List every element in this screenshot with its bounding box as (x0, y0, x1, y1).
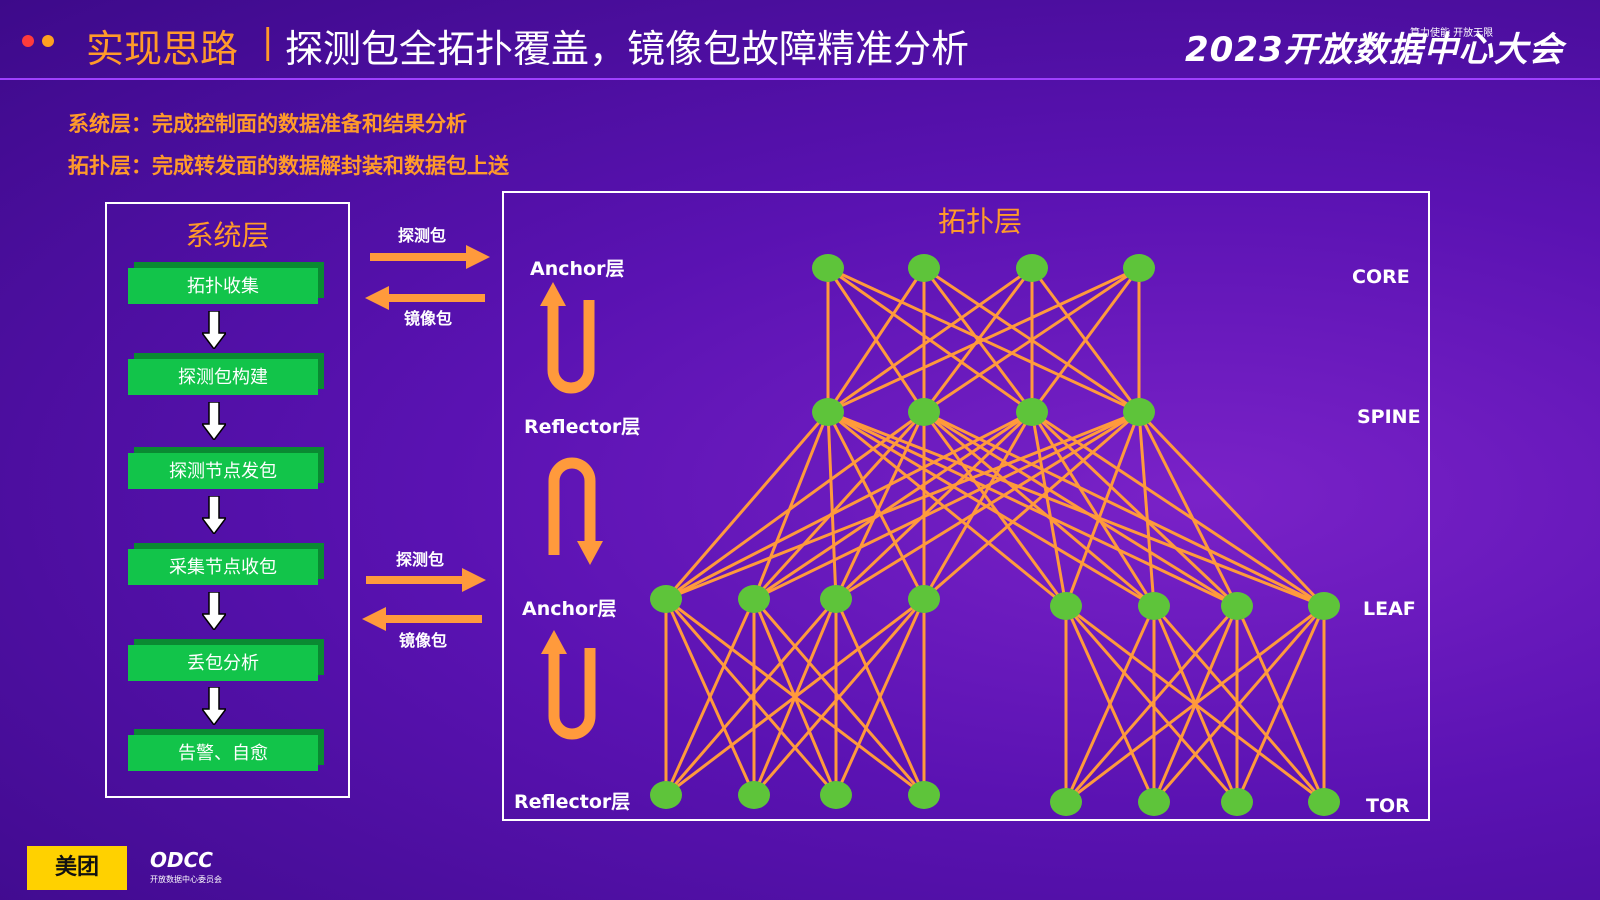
spine-node (908, 398, 940, 426)
tor-node (820, 781, 852, 809)
tier-label-tor: TOR (1366, 795, 1410, 817)
network-link (1139, 412, 1324, 606)
core-node (1123, 254, 1155, 282)
network-link (1139, 412, 1154, 606)
leaf-node (1138, 592, 1170, 620)
leaf-node (1050, 592, 1082, 620)
tor-node (1050, 788, 1082, 816)
leaf-node (650, 585, 682, 613)
leaf-node (1221, 592, 1253, 620)
leaf-node (820, 585, 852, 613)
leaf-node (1308, 592, 1340, 620)
tor-node (1221, 788, 1253, 816)
spine-node (1123, 398, 1155, 426)
tier-label-core: CORE (1352, 266, 1410, 288)
tier-label-spine: SPINE (1357, 406, 1421, 428)
core-node (1016, 254, 1048, 282)
core-node (812, 254, 844, 282)
tier-label-leaf: LEAF (1363, 598, 1416, 620)
tor-node (738, 781, 770, 809)
leaf-node (738, 585, 770, 613)
network-link (666, 412, 828, 599)
tor-node (1308, 788, 1340, 816)
network-link (836, 412, 1032, 599)
core-node (908, 254, 940, 282)
odcc-subtitle: 开放数据中心委员会 (150, 874, 222, 885)
network-link (924, 412, 1154, 606)
odcc-logo: ODCC (150, 848, 213, 872)
spine-node (1016, 398, 1048, 426)
tor-node (650, 781, 682, 809)
network-link (828, 412, 836, 599)
tor-node (1138, 788, 1170, 816)
leaf-node (908, 585, 940, 613)
network-link (754, 412, 1139, 599)
tor-node (908, 781, 940, 809)
spine-node (812, 398, 844, 426)
meituan-logo: 美团 (27, 846, 127, 890)
network-link (754, 412, 828, 599)
